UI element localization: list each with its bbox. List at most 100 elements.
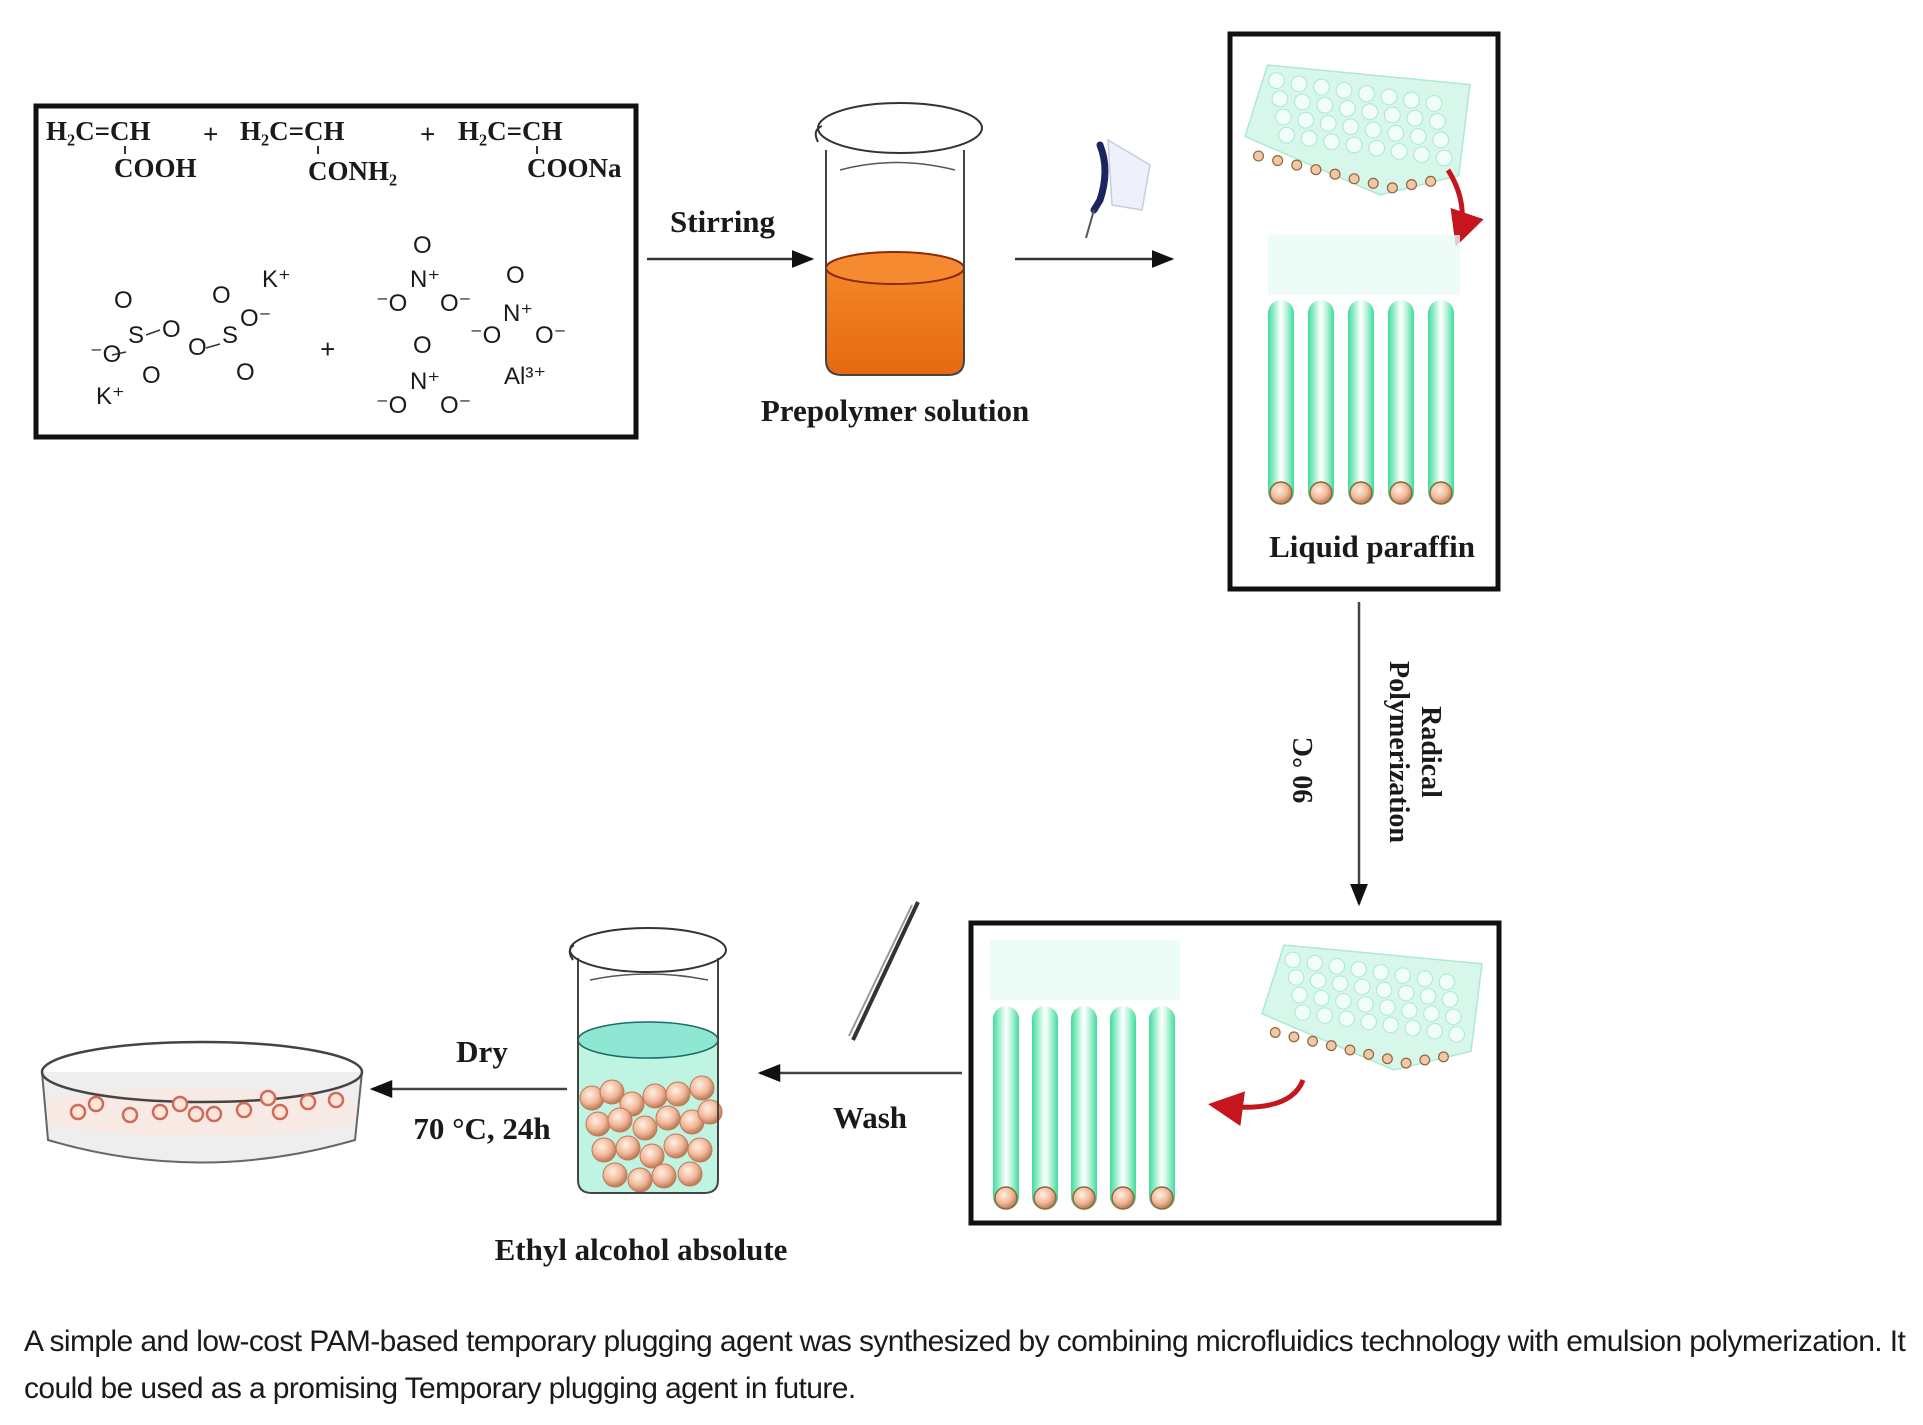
- bead: [607, 1107, 633, 1133]
- plus-sign: +: [420, 119, 435, 149]
- monomer-1-line1: H₂C=CH: [46, 116, 150, 146]
- oxygen: O: [162, 316, 181, 343]
- test-tube: [1348, 300, 1374, 505]
- bead: [1310, 164, 1322, 176]
- plate-well: [1345, 136, 1363, 154]
- bead: [1348, 173, 1360, 185]
- bead: [994, 1186, 1018, 1210]
- plate-well: [1294, 1004, 1311, 1021]
- plate-well: [1268, 72, 1285, 89]
- plate-well: [1350, 961, 1368, 978]
- bead: [1425, 175, 1437, 187]
- plate-well: [1291, 986, 1308, 1004]
- plate-well: [1429, 113, 1446, 130]
- bead: [639, 1143, 665, 1169]
- petri-dish-icon: [40, 1040, 364, 1164]
- plate-well: [1335, 993, 1352, 1010]
- plate-well: [1382, 1016, 1399, 1034]
- liquid-paraffin-label: Liquid paraffin: [1269, 529, 1475, 564]
- plate-well: [1274, 108, 1292, 126]
- plate-well: [1435, 149, 1453, 167]
- oxygen: O: [142, 362, 161, 389]
- bead: [1363, 1048, 1375, 1060]
- oxygen-minus: ⁻O: [376, 392, 407, 419]
- sulfur: S: [128, 322, 144, 349]
- bead: [1111, 1186, 1135, 1210]
- bead: [205, 1105, 223, 1123]
- bead: [69, 1103, 87, 1121]
- potassium-ion: K⁺: [96, 383, 125, 410]
- plate-well: [1284, 951, 1302, 969]
- plate-well: [1432, 131, 1450, 149]
- test-tube: [1071, 1006, 1097, 1210]
- beaker-prepolymer-icon: [814, 102, 983, 376]
- bead: [1349, 481, 1373, 505]
- plate-well: [1306, 954, 1324, 972]
- bead: [627, 1167, 653, 1193]
- plate-well: [1313, 78, 1330, 96]
- bead: [1309, 481, 1333, 505]
- tweezers-icon: [848, 901, 920, 1041]
- dry-conditions-label: 70 °C, 24h: [413, 1111, 550, 1146]
- bead: [1367, 177, 1379, 189]
- bead: [1325, 1040, 1337, 1052]
- plus-sign: +: [320, 334, 335, 364]
- oxygen-minus: ⁻O: [376, 290, 407, 317]
- aluminium-nitrate: O N⁺ ⁻O O⁻ O N⁺ ⁻O O⁻ O N⁺ ⁻O O⁻ Al³⁺: [376, 232, 566, 419]
- bead: [1072, 1186, 1096, 1210]
- bead: [1150, 1186, 1174, 1210]
- plate-well: [1271, 90, 1289, 108]
- plate-well: [1364, 121, 1382, 139]
- plate-well: [1404, 1019, 1421, 1037]
- test-tube: [1388, 300, 1414, 505]
- reagents-box: H₂C=CH COOH + H₂C=CH CONH₂ + H₂C=CH COON…: [33, 103, 639, 440]
- polymerization-arrow: Radical Polymerization 90 °C: [1288, 602, 1446, 907]
- temperature-90-label: 90 °C: [1288, 737, 1319, 803]
- aluminium-ion: Al³⁺: [504, 363, 546, 390]
- microplate-icon: [1244, 64, 1471, 196]
- plate-well: [1425, 94, 1443, 112]
- acrylic-acid: H₂C=CH COOH: [46, 116, 197, 183]
- plate-well: [1409, 128, 1427, 145]
- bead: [1419, 1054, 1431, 1066]
- plate-well: [1394, 967, 1412, 984]
- plate-well: [1313, 989, 1330, 1007]
- ethanol-label: Ethyl alcohol absolute: [495, 1232, 788, 1267]
- oxygen: O: [236, 359, 255, 386]
- plate-well: [1338, 1010, 1355, 1027]
- plate-well: [1372, 964, 1390, 981]
- oxygen: O: [413, 232, 432, 259]
- bead: [1288, 1031, 1300, 1043]
- test-tube: [1268, 300, 1294, 505]
- bead: [663, 1133, 689, 1159]
- bead: [632, 1115, 658, 1141]
- sodium-acrylate: H₂C=CH COONa: [458, 116, 622, 183]
- bead: [655, 1105, 681, 1131]
- bead: [1269, 1027, 1281, 1038]
- bead: [585, 1111, 611, 1137]
- plate-well: [1441, 991, 1459, 1008]
- test-tube: [1428, 300, 1454, 505]
- monomer-2-line2: CONH₂: [308, 156, 397, 186]
- plate-well: [1403, 91, 1420, 109]
- plate-well: [1278, 126, 1295, 144]
- plate-well: [1323, 133, 1340, 151]
- plate-well: [1342, 118, 1360, 136]
- plate-well: [1357, 996, 1374, 1013]
- potassium-persulfate: O ⁻O S O O K⁺ O O S O⁻ O K⁺: [90, 266, 291, 410]
- plate-well: [1297, 111, 1315, 129]
- plate-well: [1287, 969, 1305, 986]
- oxygen: O: [212, 282, 231, 309]
- nitrogen-plus: N⁺: [410, 368, 440, 395]
- dry-arrow: Dry 70 °C, 24h: [369, 1034, 567, 1146]
- bead: [1438, 1051, 1449, 1063]
- bead: [615, 1135, 641, 1161]
- sulfur: S: [222, 322, 238, 349]
- stirring-arrow: Stirring: [647, 204, 815, 268]
- bead: [1429, 481, 1453, 505]
- plate-well: [1384, 106, 1401, 124]
- bead: [687, 1137, 713, 1163]
- bead: [1329, 168, 1341, 180]
- synthesis-process-diagram: H₂C=CH COOH + H₂C=CH CONH₂ + H₂C=CH COON…: [33, 31, 1502, 1267]
- plate-well: [1419, 988, 1437, 1005]
